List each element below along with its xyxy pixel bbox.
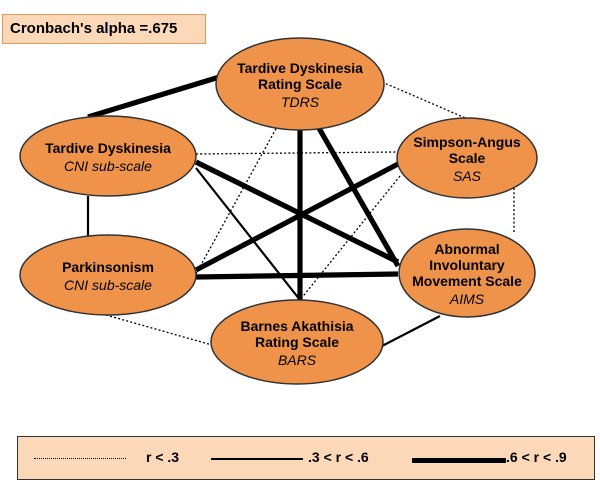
node-aims-subtitle: AIMS [449, 291, 485, 307]
legend-label-medium: .3 < r < .6 [308, 449, 369, 465]
legend: r < .3 .3 < r < .6 .6 < r < .9 [17, 436, 595, 480]
edge-tdrs-aims [309, 114, 401, 268]
node-sas-ellipse [396, 117, 538, 199]
node-td-title-0: Tardive Dyskinesia [45, 140, 171, 156]
node-bars-subtitle: BARS [278, 352, 317, 368]
edge-sas-park [194, 161, 400, 273]
edge-tdrs-sas [381, 81, 471, 121]
node-tdrs-title-1: Rating Scale [258, 76, 342, 92]
node-aims-title-1: Involuntary [429, 257, 505, 273]
edge-park-aims [195, 271, 399, 280]
edge-td-sas [195, 151, 399, 155]
edge-tdrs-park [195, 124, 279, 275]
edges-layer [86, 72, 515, 347]
edge-td-aims [194, 159, 400, 265]
node-tdrs-subtitle: TDRS [281, 94, 320, 110]
node-td-ellipse [19, 115, 197, 197]
node-bars-title-1: Rating Scale [255, 334, 339, 350]
legend-line-weak [34, 458, 126, 459]
node-sas-title-0: Simpson-Angus [413, 134, 521, 150]
edge-sas-bars [299, 175, 401, 301]
node-bars-ellipse [210, 299, 384, 385]
node-aims-title-2: Movement Scale [412, 273, 522, 289]
cronbach-alpha-label: Cronbach's alpha =.675 [2, 14, 206, 44]
legend-label-weak: r < .3 [146, 449, 180, 465]
legend-line-strong [412, 458, 506, 463]
node-park-ellipse [19, 234, 197, 316]
node-bars-title-0: Barnes Akathisia [240, 318, 353, 334]
node-aims-title-0: Abnormal [434, 241, 499, 257]
node-tdrs-ellipse [215, 37, 385, 131]
node-sas-subtitle: SAS [453, 168, 482, 184]
legend-label-strong: .6 < r < .9 [506, 449, 567, 465]
node-aims-ellipse [398, 228, 536, 318]
edge-park-bars [105, 314, 213, 346]
node-td-subtitle: CNI sub-scale [64, 158, 152, 174]
edge-tdrs-td [87, 72, 227, 120]
node-park-title-0: Parkinsonism [62, 259, 154, 275]
node-sas-title-1: Scale [449, 150, 486, 166]
node-park-subtitle: CNI sub-scale [64, 277, 152, 293]
legend-line-medium [211, 458, 303, 460]
node-tdrs-title-0: Tardive Dyskinesia [237, 60, 363, 76]
edge-aims-bars [381, 315, 441, 347]
